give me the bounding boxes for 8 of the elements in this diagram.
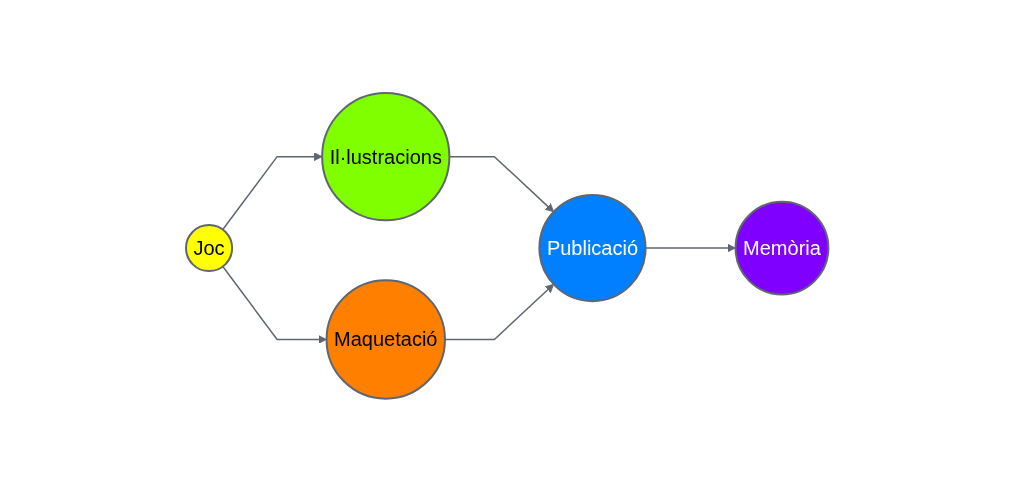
arrow [444,283,554,340]
node-circle: Maquetació [325,278,446,400]
node-circle: Joc [184,223,233,272]
node-circle: Memòria [734,200,830,296]
arrow [221,151,323,230]
node-circle: Publicació [538,193,647,302]
node-circle: Il·lustracions [320,91,451,221]
arrow [221,265,327,344]
